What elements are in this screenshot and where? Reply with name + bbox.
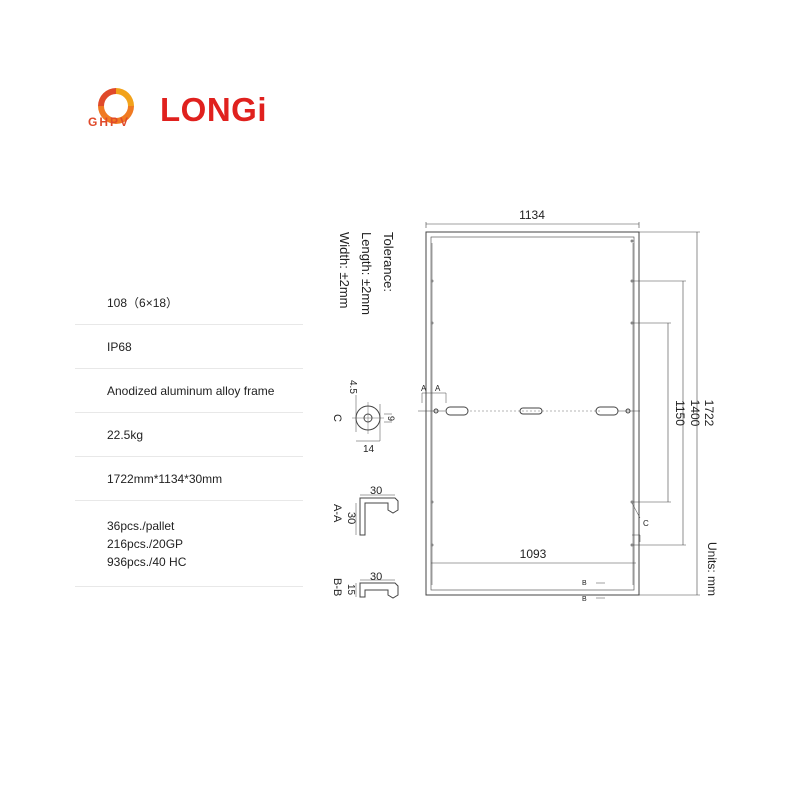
dim-width-top: 1134 bbox=[519, 208, 545, 222]
spec-value: 216pcs./20GP bbox=[107, 536, 184, 551]
dim-bb-width: 30 bbox=[370, 571, 382, 583]
label-a-right: A bbox=[435, 384, 441, 393]
dim-aa-height: 30 bbox=[345, 512, 357, 524]
spec-row-protection: IP68 bbox=[75, 325, 303, 369]
ghpv-logo-icon bbox=[98, 88, 134, 124]
spec-row-frame: Anodized aluminum alloy frame bbox=[75, 369, 303, 413]
section-aa-profile bbox=[359, 497, 399, 536]
dim-aa-width: 30 bbox=[370, 485, 382, 497]
label-a-left: A bbox=[421, 384, 427, 393]
panel-inner-frame bbox=[430, 236, 635, 591]
spec-value: 36pcs./pallet bbox=[107, 518, 175, 533]
label-b-top: B bbox=[582, 580, 587, 587]
tolerance-width: Width: ±2mm bbox=[337, 232, 352, 308]
dim-bb-height: 15 bbox=[345, 584, 356, 596]
spec-row-cells: 108（6×18） bbox=[75, 281, 303, 325]
section-bb-profile bbox=[359, 582, 399, 599]
tolerance-length: Length: ±2mm bbox=[359, 232, 374, 315]
spec-value: 108（6×18） bbox=[107, 296, 179, 310]
label-b-bottom: B bbox=[582, 596, 587, 603]
spec-value: IP68 bbox=[107, 339, 132, 354]
ghpv-logo-text: GHPV bbox=[88, 115, 131, 129]
spec-row-packaging: 36pcs./pallet 216pcs./20GP 936pcs./40 HC bbox=[75, 501, 303, 587]
spec-value: 1722mm*1134*30mm bbox=[107, 471, 223, 486]
section-aa-label: A-A bbox=[331, 504, 343, 523]
tolerance-title: Tolerance: bbox=[381, 232, 396, 292]
spec-list: 108（6×18） IP68 Anodized aluminum alloy f… bbox=[75, 281, 303, 587]
dim-height-1400: 1400 bbox=[688, 400, 702, 427]
dim-width-bottom: 1093 bbox=[520, 547, 547, 561]
label-c-panel: C bbox=[643, 519, 649, 528]
section-bb-label: B-B bbox=[331, 578, 343, 596]
spec-row-dimensions: 1722mm*1134*30mm bbox=[75, 457, 303, 501]
section-c-label: C bbox=[331, 414, 343, 422]
spec-row-weight: 22.5kg bbox=[75, 413, 303, 457]
spec-value: 22.5kg bbox=[107, 427, 144, 442]
longi-logo-text: LONGi bbox=[160, 91, 267, 128]
units-label: Units: mm bbox=[705, 542, 719, 596]
dim-height-total: 1722 bbox=[702, 400, 716, 427]
spec-value: Anodized aluminum alloy frame bbox=[107, 383, 275, 398]
spec-value: 936pcs./40 HC bbox=[107, 554, 187, 569]
dim-9: 9 bbox=[386, 416, 396, 421]
dim-height-1150: 1150 bbox=[673, 400, 687, 426]
dim-45: 4.5 bbox=[347, 380, 358, 394]
dim-14: 14 bbox=[363, 444, 375, 455]
panel-outline bbox=[425, 231, 640, 596]
